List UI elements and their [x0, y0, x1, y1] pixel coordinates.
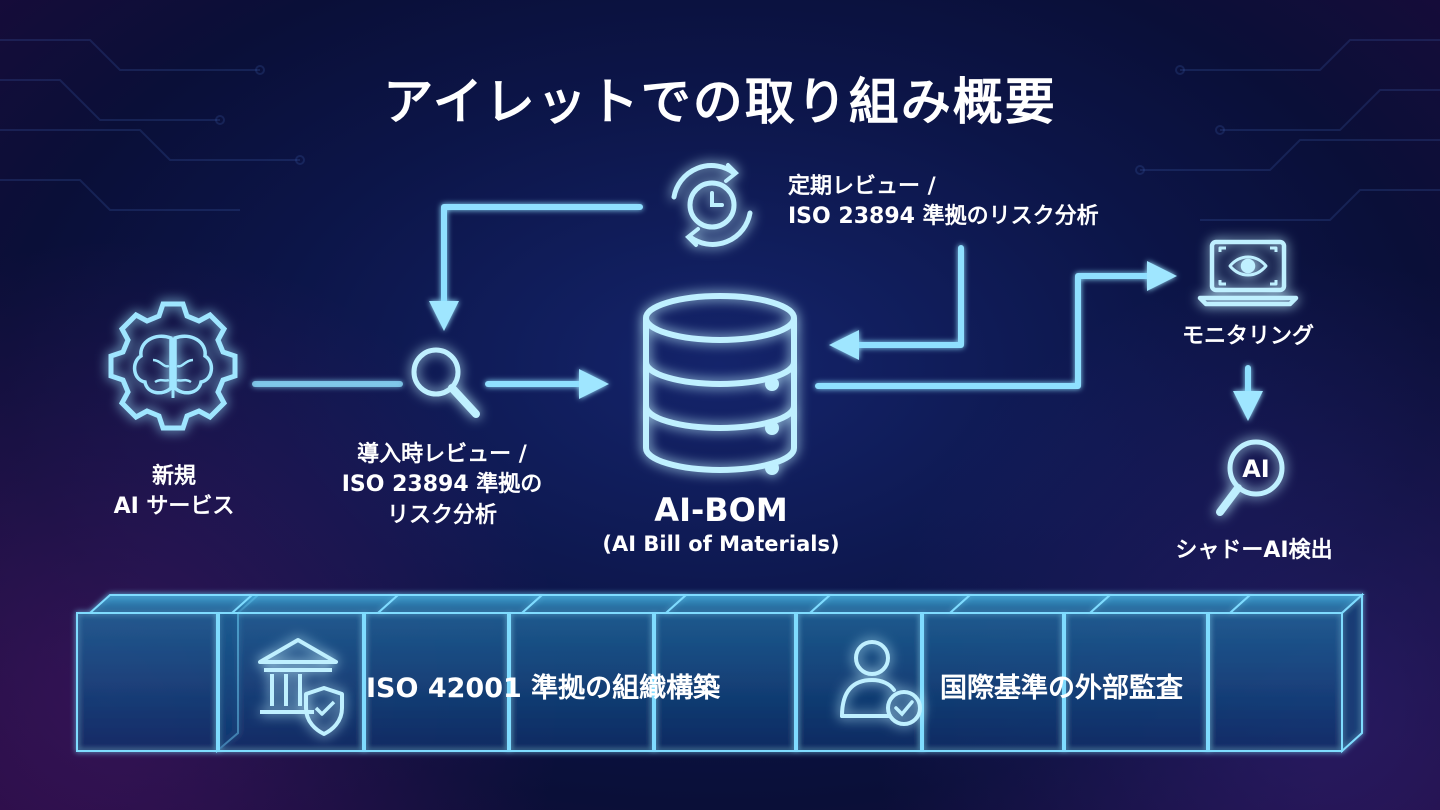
foundation-block-7 — [922, 594, 1113, 752]
laptop-eye-icon — [1197, 239, 1299, 307]
page-title: アイレットでの取り組み概要 — [383, 73, 1057, 131]
circuit-background — [0, 39, 1440, 221]
foundation-block-2 — [218, 594, 401, 752]
institution-shield-icon — [258, 638, 344, 736]
clock-refresh-icon — [671, 163, 753, 247]
new-ai-service-line2: AI サービス — [113, 494, 235, 520]
foundation-block-5 — [654, 594, 833, 752]
shadow-ai-label: シャドーAI検出 — [1175, 538, 1333, 563]
intake-review-label: 導入時レビュー / ISO 23894 準拠の リスク分析 — [316, 440, 568, 531]
foundation-block-8 — [1064, 594, 1253, 752]
brain-gear-icon — [108, 301, 238, 431]
new-ai-service-line1: 新規 — [151, 464, 196, 489]
ai-bom-title: AI-BOM — [654, 491, 788, 529]
ai-bom-subtitle: (AI Bill of Materials) — [602, 532, 840, 556]
foundation-block-3 — [364, 594, 545, 752]
connector-periodic-to-bom — [829, 245, 964, 360]
foundation-blocks — [76, 592, 1365, 754]
database-icon — [643, 293, 797, 475]
periodic-review-line1: 定期レビュー / — [788, 174, 936, 199]
foundation-block-9 — [1208, 592, 1365, 754]
new-ai-service-label: 新規 AI サービス — [100, 462, 248, 523]
magnifier-icon — [411, 347, 480, 418]
connector-periodic-to-review — [429, 204, 643, 331]
ai-magnifier-icon — [1216, 439, 1285, 516]
ai-icon-text: AI — [1242, 455, 1270, 483]
monitoring-label: モニタリング — [1181, 324, 1314, 349]
connector-bom-to-monitoring — [815, 261, 1177, 389]
intake-review-line1: 導入時レビュー / — [357, 442, 527, 467]
intake-review-line3: リスク分析 — [386, 502, 497, 528]
person-check-icon — [840, 640, 922, 726]
foundation-right-label: 国際基準の外部監査 — [940, 673, 1183, 704]
periodic-review-line2: ISO 23894 準拠のリスク分析 — [788, 204, 1099, 230]
connectors — [252, 204, 1263, 421]
periodic-review-label: 定期レビュー / ISO 23894 準拠のリスク分析 — [788, 172, 1148, 233]
intake-review-line2: ISO 23894 準拠の — [341, 472, 543, 498]
foundation-left-label: ISO 42001 準拠の組織構築 — [366, 673, 721, 704]
foundation-block-4 — [509, 594, 689, 752]
